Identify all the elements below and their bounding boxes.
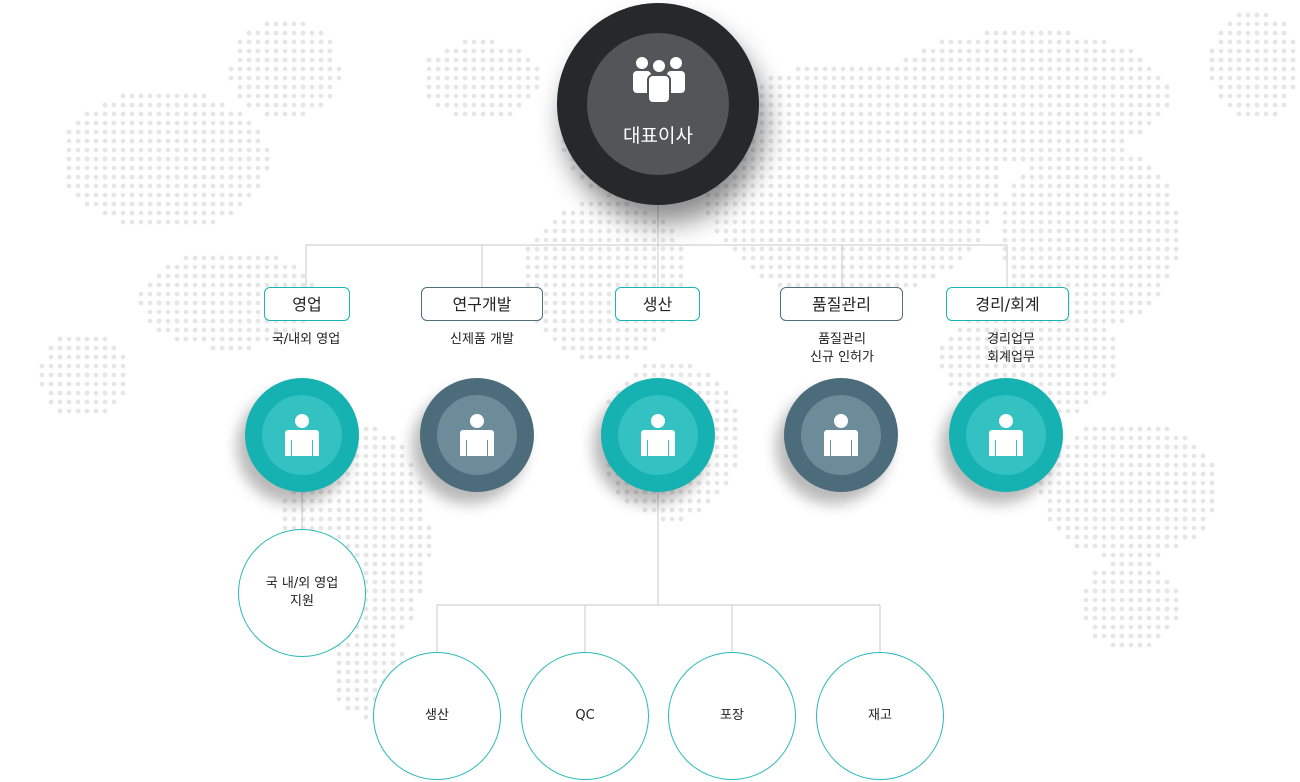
production-sub-node: 포장 — [668, 652, 796, 780]
dept-circle-accounting — [949, 378, 1063, 492]
production-sub-node: 재고 — [816, 652, 944, 780]
dept-label-production: 생산 — [615, 287, 700, 321]
dept-label-quality: 품질관리 — [780, 287, 903, 321]
dept-desc-line: 회계업무 — [987, 350, 1035, 365]
dept-inner-circle — [618, 395, 698, 475]
dept-label-rnd: 연구개발 — [421, 287, 543, 321]
dept-desc-line: 신규 인허가 — [810, 350, 874, 365]
production-sub-node: 생산 — [373, 652, 501, 780]
sub-node-label: 포장 — [720, 708, 744, 723]
dept-desc-rnd: 신제품 개발 — [422, 331, 542, 349]
dept-inner-circle — [437, 395, 517, 475]
dept-desc-line: 국/내외 영업 — [271, 332, 341, 347]
ceo-inner-circle: 대표이사 — [587, 33, 729, 175]
dept-desc-accounting: 경리업무 회계업무 — [951, 331, 1071, 367]
group-people-icon — [633, 57, 685, 104]
dept-circle-quality — [784, 378, 898, 492]
dept-label-accounting: 경리/회계 — [946, 287, 1069, 321]
dept-circle-rnd — [420, 378, 534, 492]
sub-node-label: 재고 — [868, 708, 892, 723]
dept-desc-line: 품질관리 — [818, 332, 866, 347]
person-icon — [460, 414, 494, 456]
sub-node-line: 국 내/외 영업 — [265, 576, 339, 591]
person-icon — [989, 414, 1023, 456]
dept-inner-circle — [801, 395, 881, 475]
dept-inner-circle — [262, 395, 342, 475]
sub-node-label: 생산 — [425, 708, 449, 723]
dept-circle-sales — [245, 378, 359, 492]
person-icon — [641, 414, 675, 456]
dept-inner-circle — [966, 395, 1046, 475]
dept-label-sales: 영업 — [264, 287, 350, 321]
sub-node-line: 지원 — [290, 594, 314, 609]
ceo-node: 대표이사 — [557, 3, 759, 205]
dept-desc-line: 경리업무 — [987, 332, 1035, 347]
dept-desc-quality: 품질관리 신규 인허가 — [782, 331, 902, 367]
ceo-title: 대표이사 — [623, 125, 693, 147]
dept-circle-production — [601, 378, 715, 492]
dept-desc-sales: 국/내외 영업 — [246, 331, 366, 349]
sub-node-label: QC — [575, 708, 595, 723]
dept-desc-line: 신제품 개발 — [450, 332, 514, 347]
person-icon — [285, 414, 319, 456]
person-icon — [824, 414, 858, 456]
production-sub-node: QC — [521, 652, 649, 780]
sales-sub-node: 국 내/외 영업 지원 — [238, 529, 366, 657]
